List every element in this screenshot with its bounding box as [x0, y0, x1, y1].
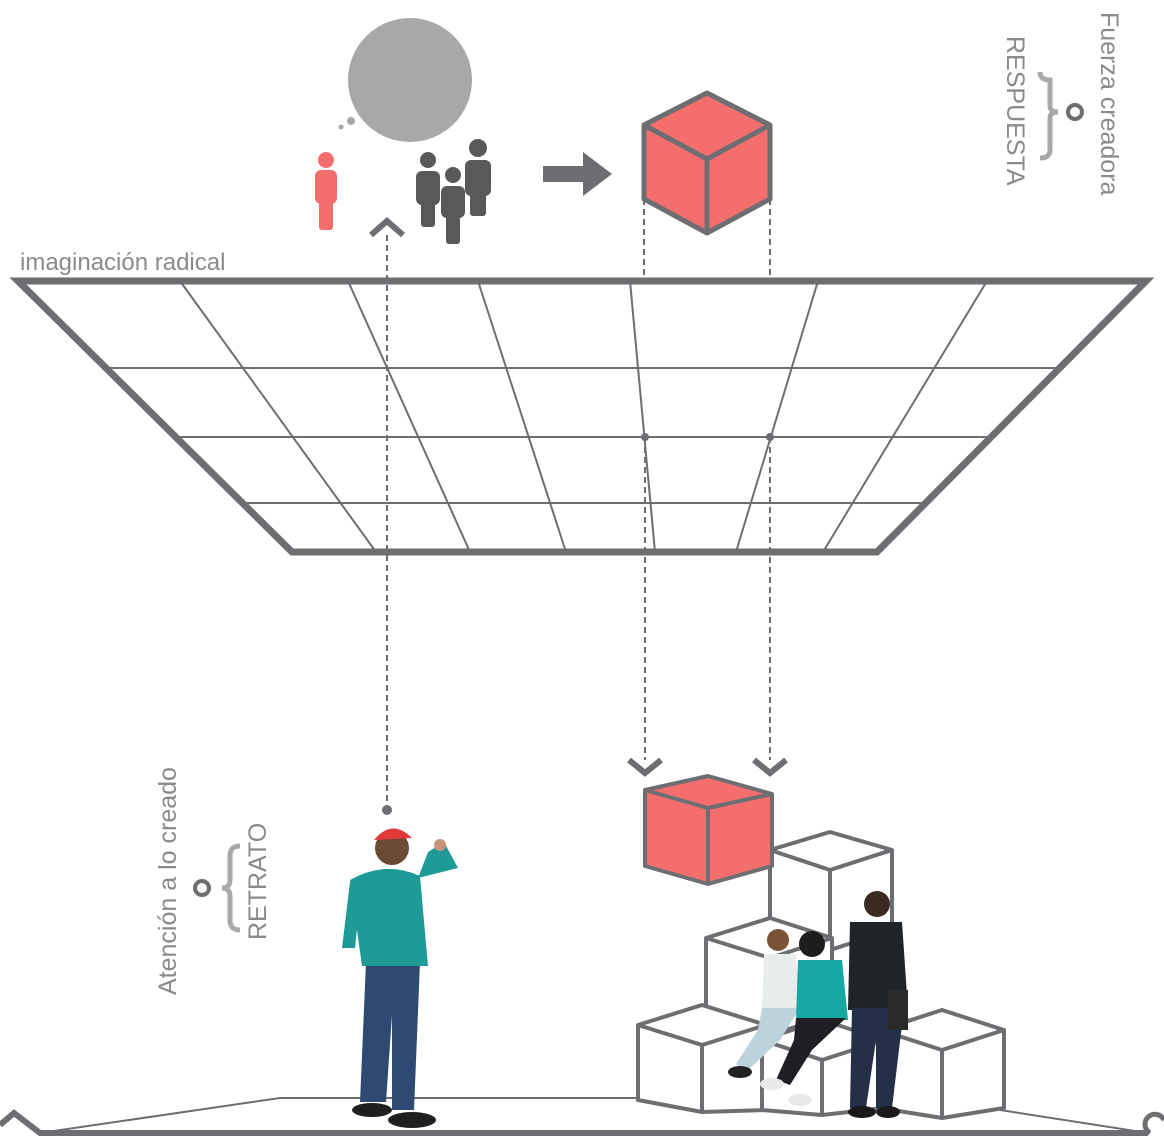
person-red-icon	[315, 152, 337, 230]
up-chevron-icon	[371, 221, 403, 235]
bottom-left-annotation: Atención a lo creado RETRATO	[154, 767, 272, 995]
bottom-left-label-2: RETRATO	[244, 823, 272, 940]
grid-plane	[18, 281, 1146, 552]
top-right-label-2: RESPUESTA	[1001, 36, 1029, 186]
ring-icon	[195, 881, 209, 895]
connector-dot	[382, 805, 392, 815]
plane-label: imaginación radical	[20, 249, 225, 276]
down-chevron-icon	[629, 760, 661, 773]
down-chevron-icon	[754, 760, 786, 773]
top-right-label-1: Fuerza creadora	[1095, 12, 1123, 196]
connector-lines	[387, 235, 770, 808]
brace-icon	[222, 846, 240, 930]
figure-man-red-cap	[342, 828, 458, 1128]
bottom-left-label-1: Atención a lo creado	[154, 767, 182, 995]
speech-bubble-icon	[339, 18, 473, 142]
group-people-icon	[416, 139, 491, 244]
red-cube-icon	[644, 93, 770, 233]
top-right-annotation: Fuerza creadora RESPUESTA	[1001, 12, 1123, 196]
ring-icon	[1068, 105, 1082, 119]
brace-icon	[1040, 72, 1058, 158]
right-arrow-icon	[543, 152, 612, 196]
red-cube-lower	[645, 776, 772, 884]
